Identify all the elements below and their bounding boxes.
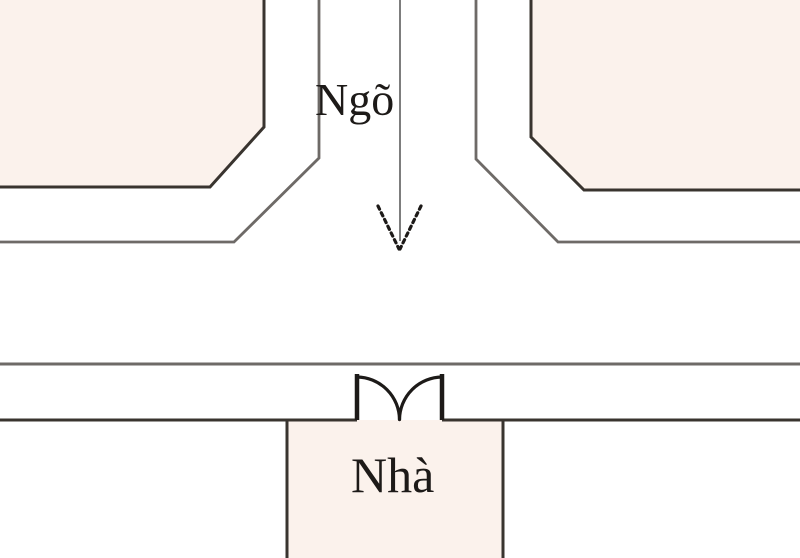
block-top-right xyxy=(529,0,800,192)
door-swing-arc-right xyxy=(397,375,444,422)
alley-label: Ngõ xyxy=(315,74,395,125)
house-label: Nhà xyxy=(351,447,435,503)
block-top-left xyxy=(0,0,266,189)
alley-down-arrow-icon xyxy=(376,0,423,251)
arrow-head-left xyxy=(376,204,401,251)
arrow-head-right xyxy=(398,204,423,251)
road-curb-right xyxy=(474,0,800,244)
double-door-icon xyxy=(354,374,445,422)
road-curb-left xyxy=(0,0,321,244)
house-interior xyxy=(288,420,502,558)
door-swing-arc-left xyxy=(355,375,402,422)
